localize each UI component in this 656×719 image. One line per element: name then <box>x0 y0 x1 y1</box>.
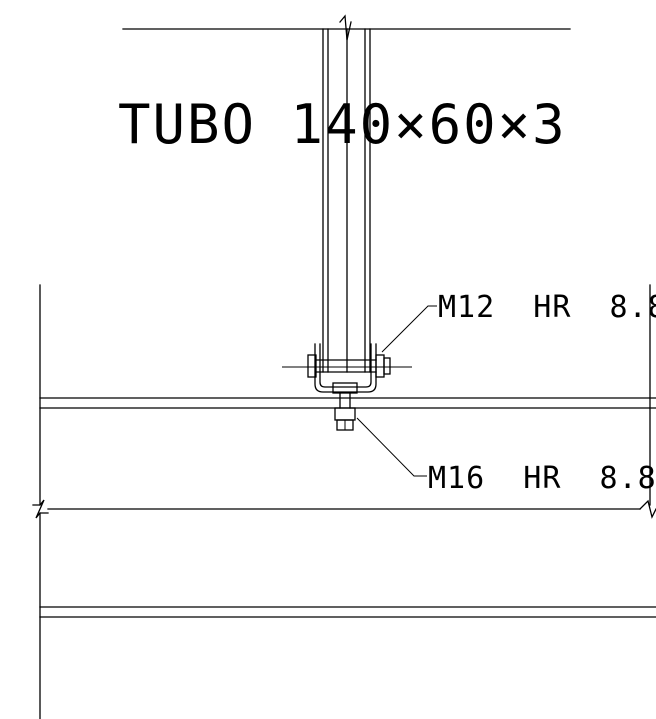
leader-upper <box>381 305 437 353</box>
m12-bolt <box>282 354 412 378</box>
callout-m16: M16 HR 8.8 <box>428 461 656 496</box>
leader-lower <box>356 417 427 477</box>
beam-section <box>32 284 656 719</box>
m16-bolt <box>332 382 358 431</box>
tube-break-mark <box>339 14 352 41</box>
u-bracket <box>314 343 377 393</box>
vertical-tube <box>322 28 371 373</box>
callout-m12: M12 HR 8.8 <box>438 290 656 325</box>
section-label: TUBO 140×60×3 <box>118 93 567 156</box>
